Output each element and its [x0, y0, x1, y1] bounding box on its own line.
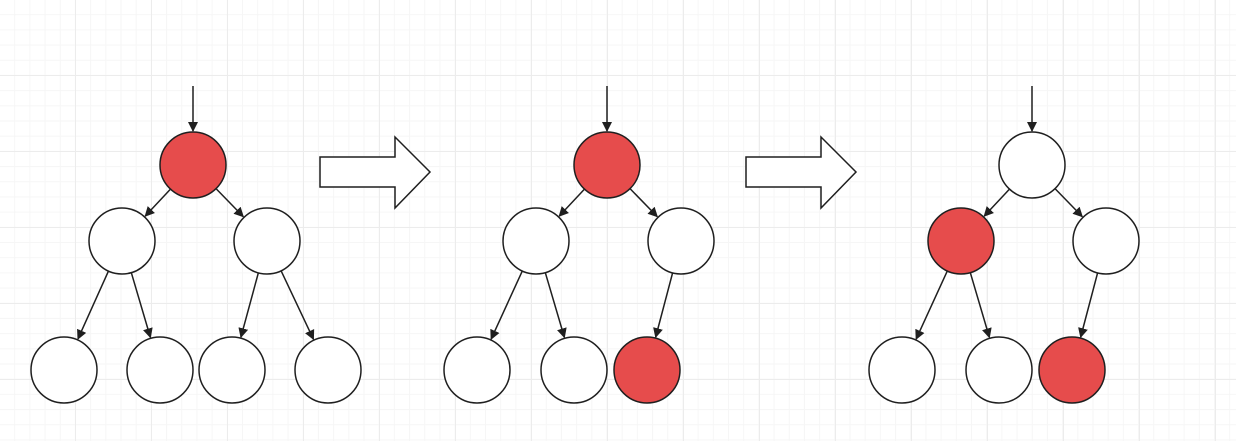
node-left-left [443, 336, 511, 404]
edge-root-to-left [144, 188, 172, 217]
stage-1 [30, 86, 362, 404]
node-right-left [198, 336, 266, 404]
stage-3 [868, 86, 1140, 404]
edge-root-to-left [558, 188, 586, 217]
edge-right-to-right-left [653, 272, 674, 339]
edge-right-to-right-left [1078, 272, 1099, 339]
node-left-left [30, 336, 98, 404]
node-right-right [294, 336, 362, 404]
edge-left-to-left-left [915, 270, 948, 340]
node-root-highlighted [159, 131, 227, 199]
node-left-left [868, 336, 936, 404]
node-left [502, 207, 570, 275]
edge-root-to-right [215, 188, 244, 218]
edge-right-to-right-right [280, 270, 315, 341]
edge-left-to-left-right [544, 272, 567, 339]
node-root [998, 131, 1066, 199]
transition-arrow-2 [745, 135, 858, 210]
node-left [88, 207, 156, 275]
stage-2 [443, 86, 715, 404]
node-right [233, 207, 301, 275]
edge-left-to-left-right [969, 272, 992, 339]
node-right-left-highlighted [1038, 336, 1106, 404]
node-left-right [126, 336, 194, 404]
edge-right-to-right-left [238, 272, 260, 339]
node-left-right [965, 336, 1033, 404]
node-right [647, 207, 715, 275]
edge-left-to-left-left [77, 270, 110, 340]
node-right-left-highlighted [613, 336, 681, 404]
node-left-highlighted [927, 207, 995, 275]
transition-arrow-1 [319, 135, 432, 210]
node-left-right [540, 336, 608, 404]
edge-root-to-left [983, 188, 1011, 217]
node-root-highlighted [573, 131, 641, 199]
edge-left-to-left-left [490, 270, 523, 340]
edge-root-to-right [1054, 188, 1083, 218]
edge-left-to-left-right [130, 272, 153, 339]
edge-root-to-right [629, 188, 658, 218]
node-right [1072, 207, 1140, 275]
